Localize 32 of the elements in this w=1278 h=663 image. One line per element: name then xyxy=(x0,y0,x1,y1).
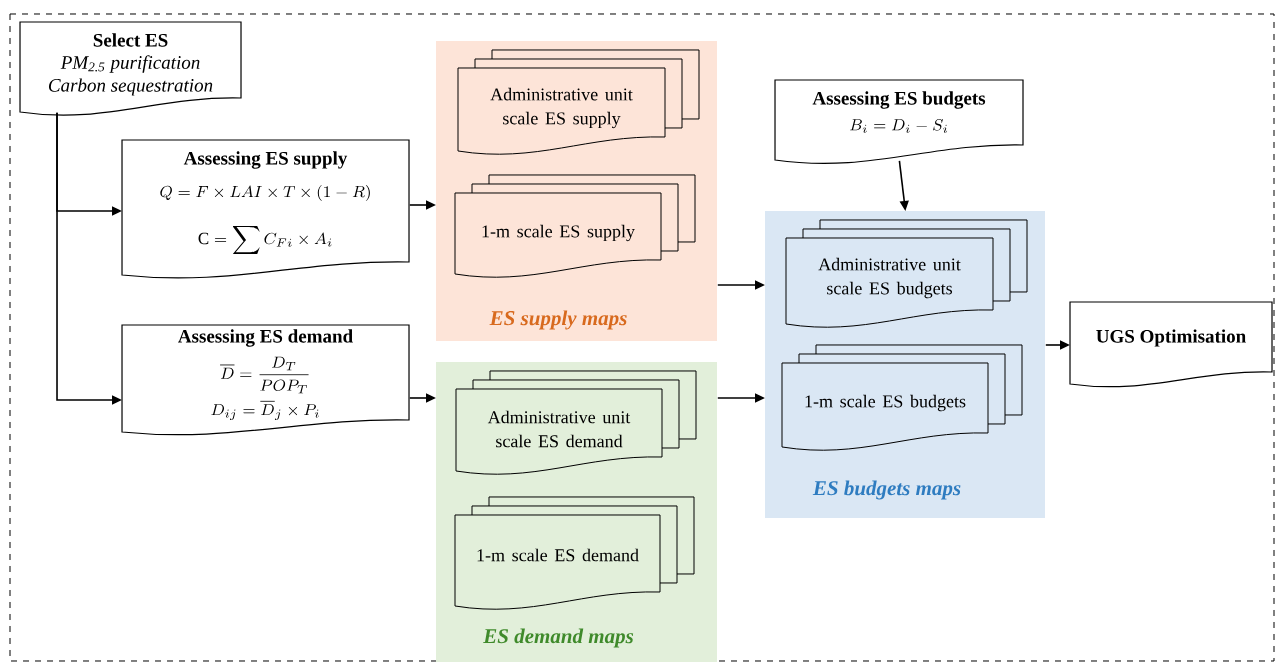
document-stack xyxy=(785,219,1028,328)
box-heading: Assessing ES budgets xyxy=(812,91,986,109)
box-heading: Assessing ES supply xyxy=(183,151,348,169)
box-text: 1-m scale ES demand xyxy=(477,548,639,562)
formula: $B_i = D_i - S_i$ xyxy=(850,119,948,133)
document-stack xyxy=(454,496,695,610)
panel-title: ES budgets maps xyxy=(812,480,961,500)
panel-title: ES demand maps xyxy=(483,628,634,648)
document-stack xyxy=(781,344,1023,451)
formula: $D_{ij} = \overline{D}_j \times P_i$ xyxy=(211,401,319,420)
box-heading: Assessing ES demand xyxy=(178,329,353,347)
document-box xyxy=(19,21,242,116)
box-text: Carbon sequestration xyxy=(49,78,213,96)
document-box xyxy=(774,79,1024,165)
box-text: 1-m scale ES supply xyxy=(482,224,635,242)
formula: $\overline{D} = \frac{D_T}{POP_T}$ xyxy=(220,356,309,394)
box-text: Administrative unit scale ES demand xyxy=(487,410,631,448)
document-box xyxy=(121,139,410,279)
formula: $Q = F \times LAI \times T \times (1 - R)$ xyxy=(160,185,370,201)
box-text: Administrative unit scale ES budgets xyxy=(818,257,961,299)
document-stack xyxy=(455,370,697,475)
document-box xyxy=(1069,301,1273,388)
box-text: PM$_{2.5}$ purification xyxy=(60,55,200,73)
panel-title: ES supply maps xyxy=(489,310,627,330)
formula: $\mathrm{C} = \sum C_{Fi} \times A_i$ xyxy=(198,226,332,254)
box-heading: UGS Optimisation xyxy=(1096,329,1246,347)
document-box xyxy=(121,324,410,436)
document-stack xyxy=(457,49,700,155)
document-stack xyxy=(454,174,696,278)
box-heading: Select ES xyxy=(93,33,168,47)
box-text: 1-m scale ES budgets xyxy=(805,394,966,412)
box-text: Administrative unit scale ES supply xyxy=(490,87,633,129)
